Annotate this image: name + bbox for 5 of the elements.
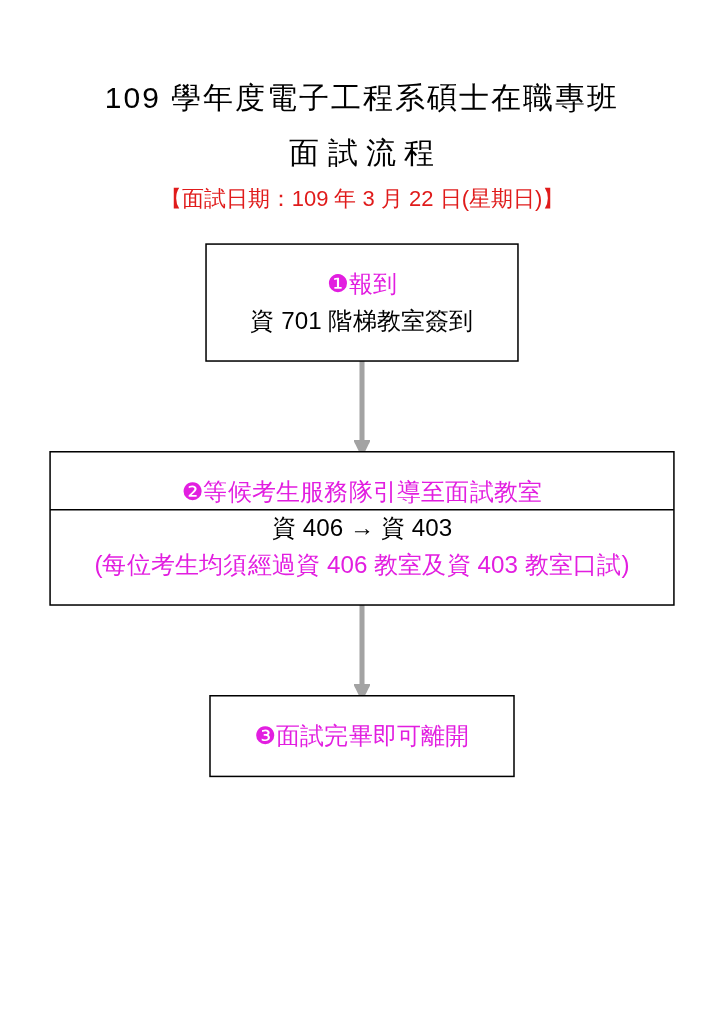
node-box: ❶報到 資 701 階梯教室簽到: [205, 243, 519, 362]
subtitle: 面 試 流 程: [289, 135, 435, 171]
node-box: ❸面試完畢即可離開: [209, 695, 515, 778]
title: 109 學年度電子工程系碩士在職專班: [104, 80, 620, 116]
date-note: 【面試日期：109 年 3 月 22 日(星期日)】: [159, 185, 565, 213]
